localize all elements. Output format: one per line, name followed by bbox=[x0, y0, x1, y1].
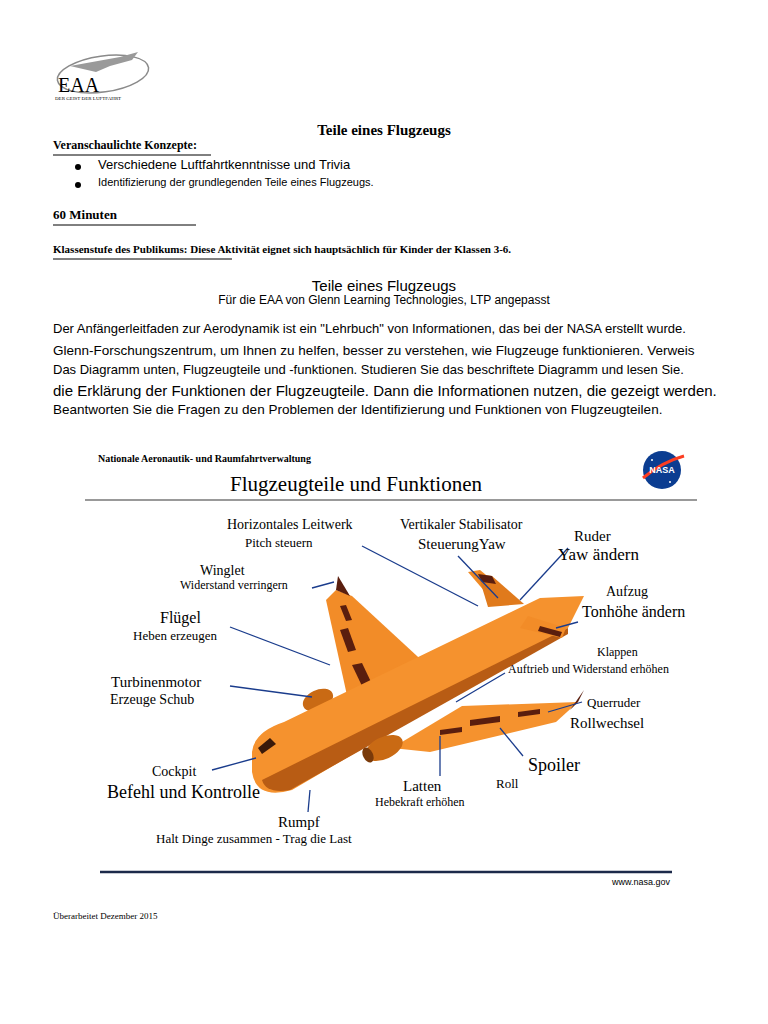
part-name: Klappen bbox=[597, 646, 638, 660]
paragraph-line: Der Anfängerleitfaden zur Aerodynamik is… bbox=[53, 322, 686, 337]
rule bbox=[85, 499, 697, 501]
part-function: Tonhöhe ändern bbox=[582, 603, 685, 621]
part-function: Rollwechsel bbox=[570, 715, 644, 732]
part-function: Erzeuge Schub bbox=[110, 692, 194, 708]
part-name: Vertikaler Stabilisator bbox=[400, 517, 522, 533]
underline bbox=[53, 259, 232, 260]
bullet bbox=[75, 164, 81, 170]
credit: Für die EAA von Glenn Learning Technolog… bbox=[218, 294, 550, 308]
eaa-logo bbox=[55, 50, 151, 98]
subtitle: Teile eines Flugzeugs bbox=[312, 277, 456, 294]
part-name: Flügel bbox=[160, 609, 201, 627]
part-function: Pitch steuern bbox=[245, 536, 313, 551]
bullet bbox=[75, 182, 81, 188]
logo-text: EAA bbox=[58, 74, 99, 97]
underline bbox=[53, 225, 196, 226]
logo-tagline: DER GEIST DER LUFTFAHRT bbox=[55, 96, 121, 102]
nasa-logo bbox=[643, 451, 684, 489]
part-name: Horizontales Leitwerk bbox=[227, 517, 353, 533]
underline bbox=[53, 155, 211, 156]
airplane bbox=[252, 570, 584, 793]
diagram-title: Flugzeugteile und Funktionen bbox=[230, 472, 482, 496]
rule bbox=[100, 871, 672, 874]
page-title: Teile eines Flugzeugs bbox=[317, 122, 451, 139]
revision-note: Überarbeitet Dezember 2015 bbox=[53, 911, 157, 921]
part-function: Halt Dinge zusammen - Trag die Last bbox=[155, 832, 353, 847]
part-name: Cockpit bbox=[152, 764, 196, 780]
agency-name: Nationale Aeronautik- und Raumfahrtverwa… bbox=[98, 453, 311, 465]
part-function: Auftrieb und Widerstand erhöhen bbox=[508, 663, 669, 677]
paragraph-line: die Erklärung der Funktionen der Flugzeu… bbox=[53, 382, 717, 399]
paragraph-line: Glenn-Forschungszentrum, um Ihnen zu hel… bbox=[53, 343, 695, 359]
part-function: SteuerungYaw bbox=[418, 536, 506, 553]
part-function: Roll bbox=[495, 777, 519, 792]
part-function: Heben erzeugen bbox=[133, 629, 217, 644]
bullet-text: Verschiedene Luftfahrtkenntnisse und Tri… bbox=[98, 158, 350, 173]
part-name: Spoiler bbox=[527, 755, 581, 776]
part-name: Aufzug bbox=[606, 584, 648, 600]
section-heading: Veranschaulichte Konzepte: bbox=[53, 139, 197, 153]
part-name: Ruder bbox=[574, 528, 611, 545]
audience-note: Klassenstufe des Publikums: Diese Aktivi… bbox=[53, 243, 511, 256]
paragraph-line: Das Diagramm unten, Flugzeugteile und -f… bbox=[53, 363, 684, 378]
paragraph-line: Beantworten Sie die Fragen zu den Proble… bbox=[53, 402, 662, 418]
nasa-logo-text: NASA bbox=[649, 465, 675, 475]
part-name: Turbinenmotor bbox=[111, 674, 201, 691]
part-name: Rumpf bbox=[278, 814, 320, 831]
bullet-text: Identifizierung der grundlegenden Teile … bbox=[98, 176, 374, 189]
part-name: Querruder bbox=[587, 696, 640, 711]
part-function: Widerstand verringern bbox=[180, 579, 288, 593]
duration: 60 Minuten bbox=[53, 208, 117, 223]
part-function: Yaw ändern bbox=[558, 545, 639, 565]
part-function: Befehl und Kontrolle bbox=[107, 782, 260, 803]
part-name: Winglet bbox=[200, 563, 245, 579]
url: www.nasa.gov bbox=[612, 877, 670, 887]
part-name: Latten bbox=[402, 778, 442, 795]
part-function: Hebekraft erhöhen bbox=[375, 796, 465, 810]
